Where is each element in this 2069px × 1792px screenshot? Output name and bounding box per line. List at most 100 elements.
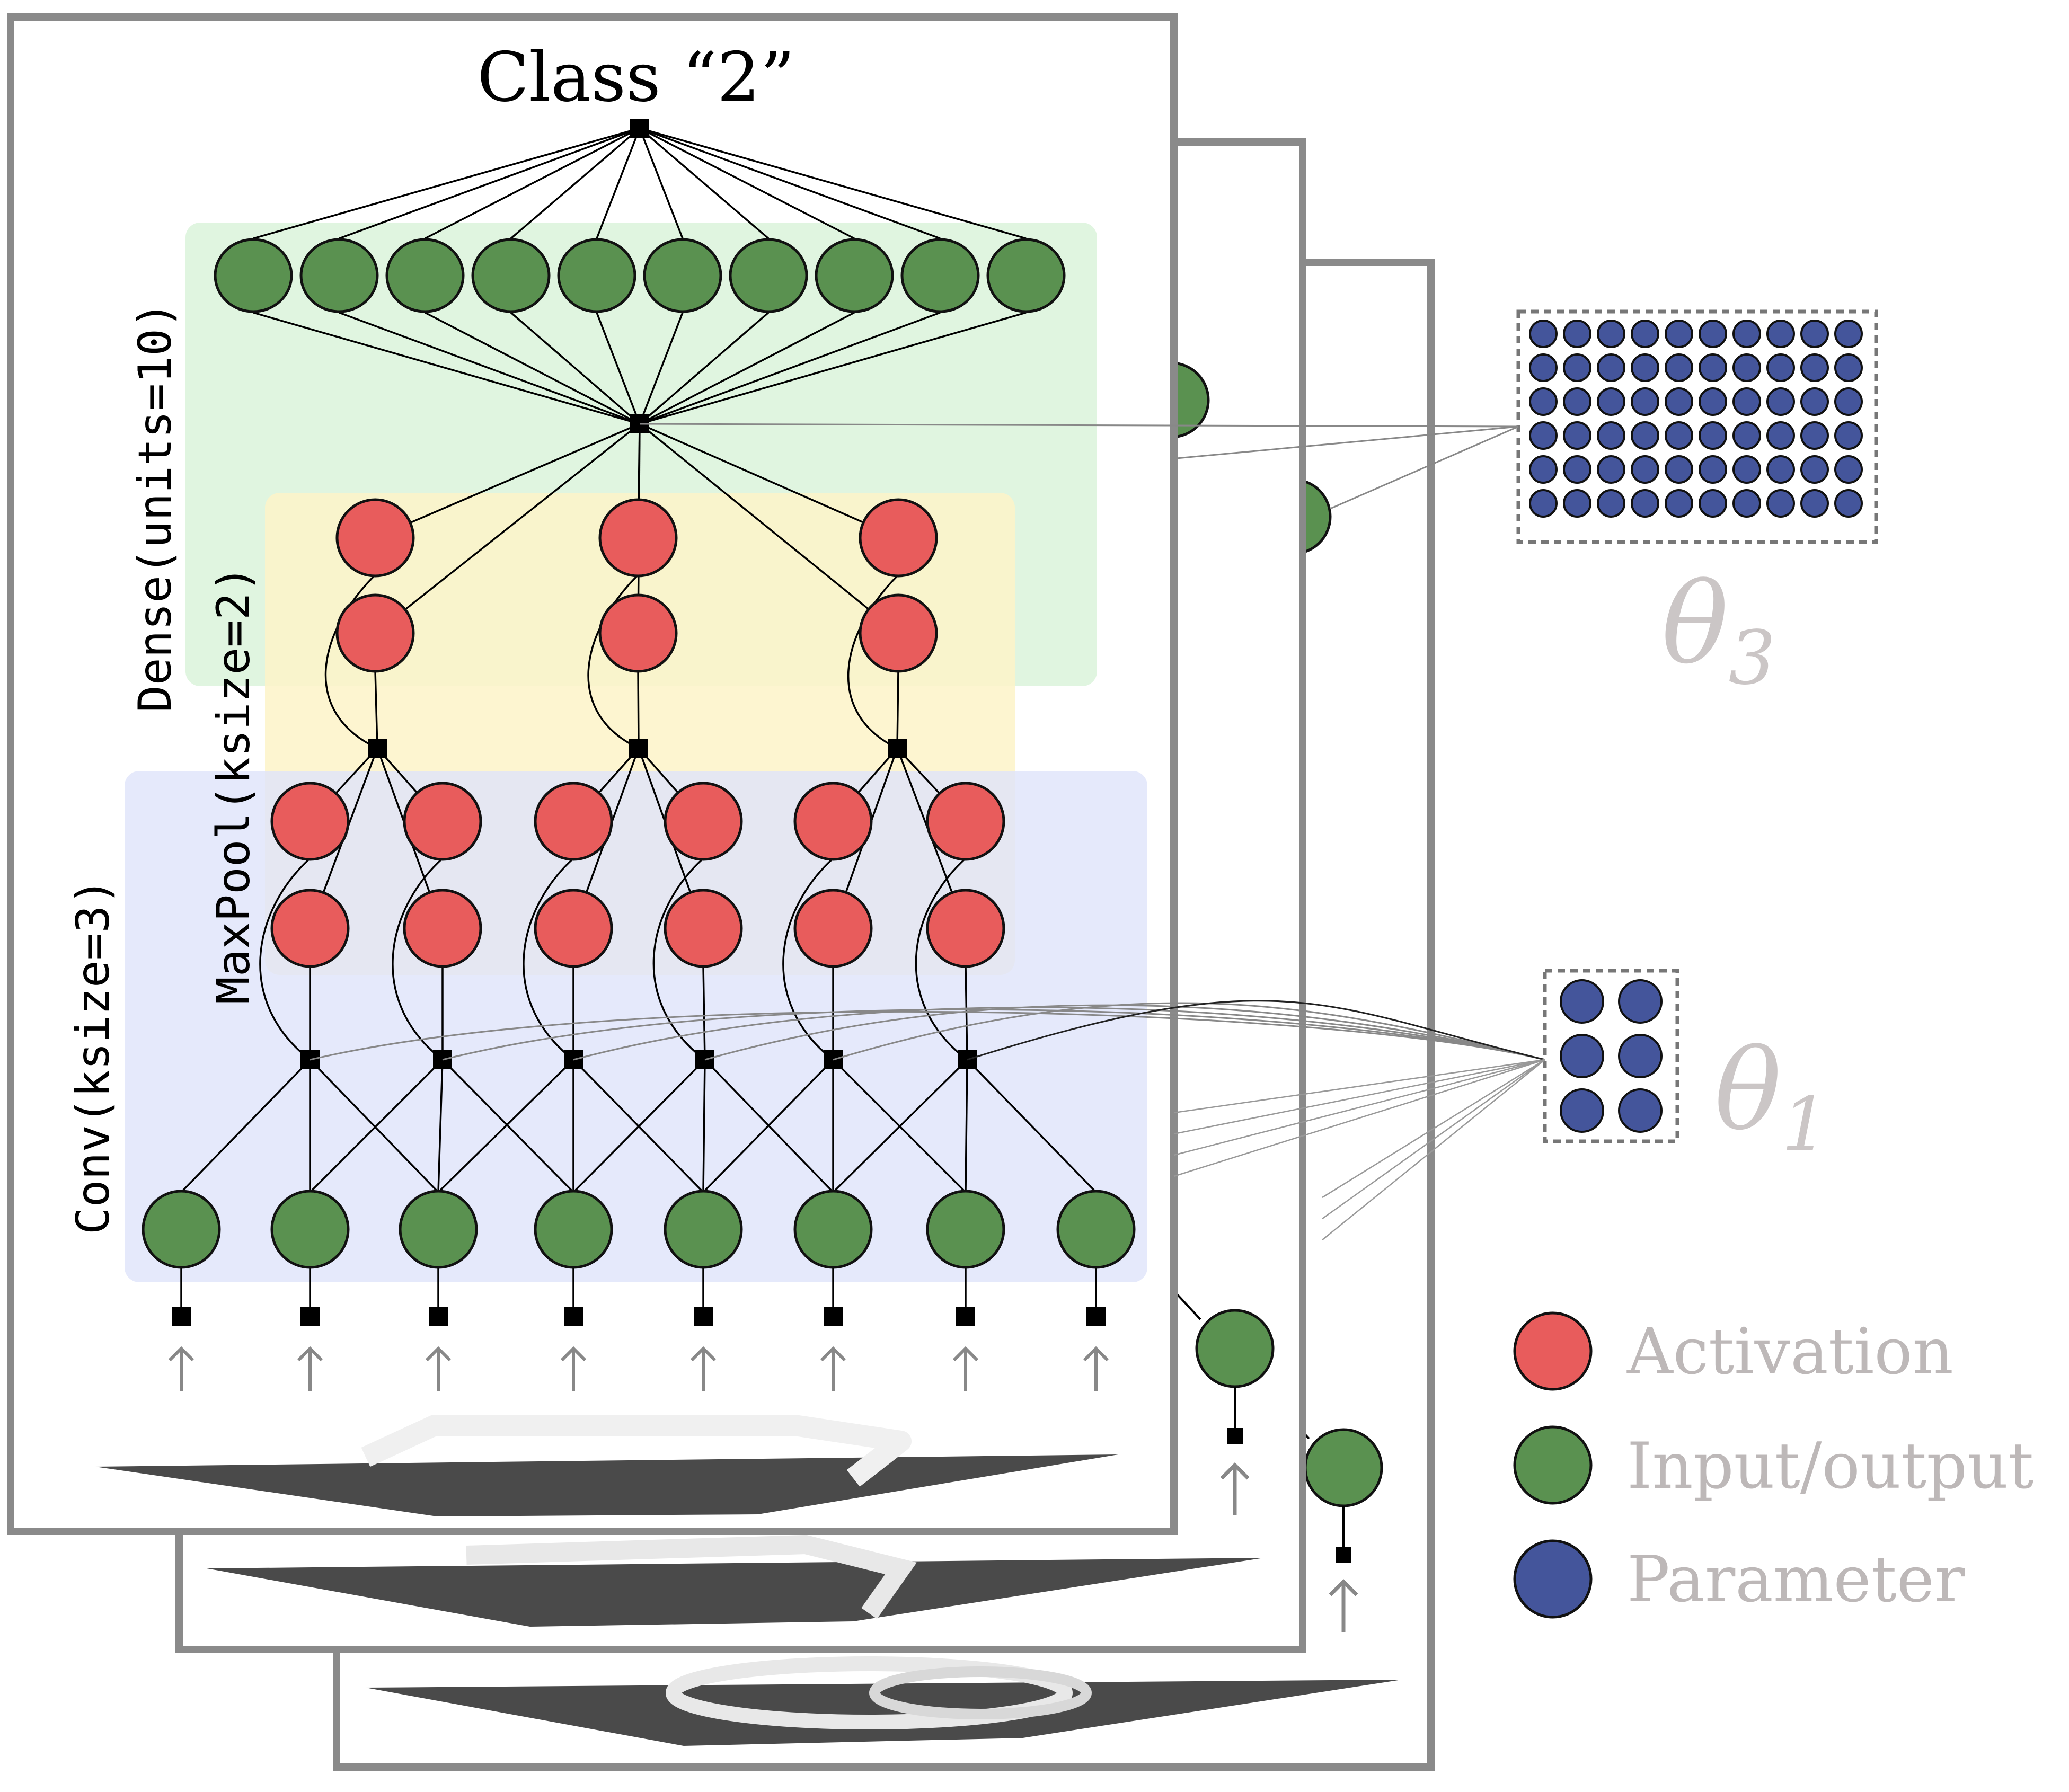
edge	[180, 1059, 311, 1193]
parameter-dot	[1618, 1034, 1663, 1078]
dense-output-node	[214, 238, 293, 313]
edge	[425, 1346, 452, 1391]
parameter-dot	[1529, 421, 1558, 450]
parameter-dot	[1529, 353, 1558, 382]
parameter-dot	[1699, 353, 1727, 382]
edge	[1173, 1059, 1545, 1177]
parameter-dot	[1631, 421, 1659, 450]
edge	[297, 1346, 323, 1391]
edge	[639, 423, 1519, 428]
edge	[833, 1002, 1545, 1061]
edge	[425, 127, 640, 239]
edge	[510, 127, 641, 239]
edge	[510, 312, 641, 425]
parameter-dot	[1563, 455, 1591, 484]
dense-output-node	[557, 238, 636, 313]
edge	[704, 1004, 1545, 1061]
parameter-dot	[1560, 979, 1604, 1024]
dense-output-node	[900, 238, 980, 313]
edge	[259, 857, 311, 1061]
sheet-front: Class “2” Dense(units=10) MaxPool(ksize=…	[7, 13, 1178, 1535]
dense-output-node	[729, 238, 808, 313]
edge	[639, 127, 941, 239]
parameter-dot	[1766, 353, 1795, 382]
edge	[847, 574, 899, 749]
pool-factor	[629, 739, 648, 758]
theta1-block	[1543, 969, 1679, 1143]
parameter-dot	[1834, 421, 1863, 450]
edge	[572, 1059, 706, 1193]
edge	[442, 1008, 1545, 1061]
pool-activation-node	[598, 593, 678, 673]
edge	[639, 312, 684, 424]
parameter-dot	[1563, 421, 1591, 450]
edge	[425, 312, 640, 425]
dense-output-node	[643, 238, 722, 313]
parameter-links	[310, 423, 1545, 1240]
dense-output-node	[385, 238, 465, 313]
conv-activation-node	[403, 889, 482, 968]
edge	[639, 423, 899, 634]
input-node	[926, 1190, 1005, 1269]
conv-activation-node	[664, 889, 743, 968]
pool-activation-node	[335, 593, 415, 673]
edge	[820, 1346, 846, 1391]
parameter-dot	[1732, 320, 1761, 348]
input-node	[664, 1190, 743, 1269]
parameter-dot	[1665, 489, 1693, 518]
output-title: Class “2”	[477, 38, 795, 117]
input-node	[399, 1190, 478, 1269]
conv-activation-node	[403, 782, 482, 861]
parameter-dot	[1732, 421, 1761, 450]
parameter-dot	[1766, 455, 1795, 484]
edge	[560, 1346, 587, 1391]
parameter-dot	[1800, 353, 1829, 382]
conv-activation-node	[926, 782, 1005, 861]
edge	[339, 312, 640, 425]
edge	[1173, 1059, 1545, 1135]
edge	[596, 128, 641, 239]
edge	[965, 1059, 968, 1193]
edge	[1322, 1059, 1545, 1240]
parameter-dot	[1766, 421, 1795, 450]
parameter-dot	[1800, 421, 1829, 450]
parameter-dot	[1800, 455, 1829, 484]
parameter-dot	[1665, 455, 1693, 484]
parameter-dot	[1529, 387, 1558, 416]
parameter-dot	[1732, 353, 1761, 382]
edge	[639, 312, 855, 425]
edge	[639, 312, 1027, 425]
input-factor	[824, 1307, 843, 1326]
edge	[652, 857, 706, 1061]
edge	[896, 670, 899, 749]
dense-label: Dense(units=10)	[129, 301, 182, 713]
parameter-dot	[1834, 387, 1863, 416]
edge	[637, 670, 640, 749]
parameter-dot	[1597, 320, 1625, 348]
output-factor	[630, 119, 649, 138]
legend-parameter-label: Parameter	[1627, 1543, 1965, 1617]
input-node	[793, 1190, 873, 1269]
parameter-dot	[1766, 387, 1795, 416]
pool-activation-node	[859, 593, 938, 673]
pool-activation-node	[859, 498, 938, 578]
parameter-dot	[1597, 455, 1625, 484]
theta1-label: θ1	[1714, 1025, 1829, 1168]
edge	[596, 312, 641, 424]
conv-activation-node	[793, 782, 873, 861]
legend-io-swatch	[1513, 1425, 1593, 1505]
edge	[915, 857, 968, 1061]
edge	[324, 574, 378, 749]
edge	[392, 857, 444, 1061]
parameter-dot	[1732, 489, 1761, 518]
edge	[1176, 425, 1519, 459]
parameter-dot	[1529, 455, 1558, 484]
parameter-dot	[1631, 489, 1659, 518]
parameter-dot	[1618, 979, 1663, 1024]
input-image	[95, 1415, 1118, 1516]
parameter-dot	[1631, 320, 1659, 348]
dense-output-node	[986, 238, 1066, 313]
legend-activation-swatch	[1513, 1311, 1593, 1391]
parameter-dot	[1800, 320, 1829, 348]
